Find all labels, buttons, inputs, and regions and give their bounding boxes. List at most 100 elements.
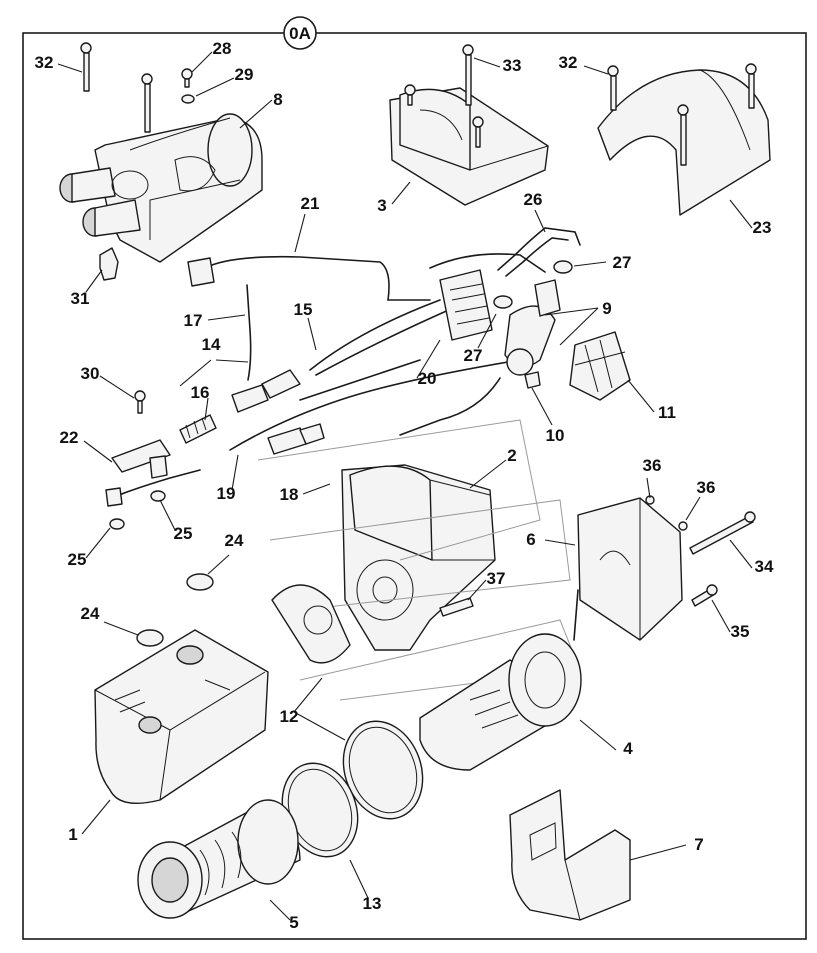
- leader-line: [85, 269, 103, 293]
- leader-line: [349, 859, 369, 899]
- leader-line: [103, 621, 139, 636]
- leader-line: [544, 539, 576, 546]
- screw-part: [691, 584, 718, 607]
- leader-line: [207, 554, 230, 575]
- sensor-wire-part: [246, 284, 252, 381]
- callout-32-top-left: 32: [35, 53, 54, 72]
- sensor-part: [149, 455, 168, 479]
- filter-screen-part: [179, 414, 217, 444]
- callout-14: 14: [202, 335, 221, 354]
- seal-clip-part: [99, 247, 119, 281]
- callout-35: 35: [731, 622, 750, 641]
- leader-line: [204, 397, 209, 421]
- callout-19: 19: [217, 484, 236, 503]
- callout-20: 20: [418, 369, 437, 388]
- callout-9: 9: [602, 299, 611, 318]
- leader-line: [469, 459, 507, 489]
- seal-ring-part: [136, 629, 164, 647]
- wiring-harness: [111, 253, 546, 499]
- washer-part: [181, 94, 195, 104]
- bolt-part: [462, 44, 474, 106]
- callout-8: 8: [273, 90, 282, 109]
- callout-6: 6: [526, 530, 535, 549]
- leader-line: [544, 307, 599, 316]
- assembly-guide-lines: [257, 419, 581, 701]
- fuel-nipple-part: [524, 371, 541, 389]
- callout-32-top-right: 32: [559, 53, 578, 72]
- bolt-part: [607, 65, 619, 111]
- callout-36-upper: 36: [643, 456, 662, 475]
- callout-30: 30: [81, 364, 100, 383]
- callout-24-upper: 24: [225, 531, 244, 550]
- leader-line: [293, 711, 346, 741]
- bolt-part: [472, 116, 484, 148]
- leader-line: [579, 719, 617, 751]
- cover-part: [389, 84, 549, 206]
- gasket-ring-part: [342, 720, 424, 820]
- fuel-filter-part: [569, 331, 631, 401]
- long-bolt-part: [689, 511, 756, 555]
- leader-line: [627, 379, 655, 413]
- callout-33: 33: [503, 56, 522, 75]
- seal-ring-part: [150, 490, 166, 502]
- callout-15: 15: [294, 300, 313, 319]
- hose-clamp-part: [493, 295, 513, 309]
- callout-37: 37: [487, 569, 506, 588]
- callout-1: 1: [68, 825, 77, 844]
- leader-line: [195, 77, 235, 97]
- callout-28: 28: [213, 39, 232, 58]
- burner-tube-part: [419, 633, 582, 771]
- callout-13: 13: [363, 894, 382, 913]
- control-unit-part: [573, 497, 683, 641]
- sensor-part: [105, 487, 123, 507]
- leader-line: [294, 213, 306, 253]
- leader-line: [729, 539, 753, 569]
- callout-26: 26: [524, 190, 543, 209]
- callout-31: 31: [71, 289, 90, 308]
- leader-line: [391, 181, 411, 205]
- leader-line: [685, 496, 701, 521]
- leader-line: [239, 99, 273, 129]
- fuel-pump-part: [504, 279, 561, 376]
- leader-line: [179, 359, 212, 387]
- callout-10: 10: [546, 426, 565, 445]
- leader-lines: [57, 51, 753, 921]
- leader-line: [531, 387, 553, 426]
- callout-23: 23: [753, 218, 772, 237]
- callout-17: 17: [184, 311, 203, 330]
- leader-line: [573, 261, 607, 267]
- leader-line: [467, 579, 487, 601]
- callout-5: 5: [289, 913, 298, 932]
- leader-line: [269, 899, 291, 921]
- callout-18: 18: [280, 485, 299, 504]
- callout-27-lower: 27: [464, 346, 483, 365]
- callout-36-lower: 36: [697, 478, 716, 497]
- leader-line: [83, 440, 113, 463]
- leader-line: [583, 65, 609, 75]
- leader-line: [629, 844, 687, 861]
- callout-3: 3: [377, 196, 386, 215]
- leader-line: [191, 51, 213, 73]
- leader-line: [159, 499, 176, 531]
- leader-line: [477, 313, 497, 349]
- screw-part: [134, 390, 146, 414]
- bracket-part: [111, 439, 171, 473]
- callout-11: 11: [658, 403, 676, 422]
- screw-part: [678, 521, 688, 531]
- heat-exchanger-part: [94, 629, 269, 804]
- leader-line: [416, 339, 441, 379]
- callout-21: 21: [301, 194, 320, 213]
- hose-clamp-part: [553, 260, 573, 274]
- heat-shield-part: [509, 789, 631, 921]
- leader-line: [646, 477, 651, 499]
- temperature-sensor-part: [267, 423, 325, 455]
- callout-7: 7: [694, 835, 703, 854]
- callout-16: 16: [191, 383, 210, 402]
- blower-motor-part: [341, 464, 496, 651]
- leader-line: [729, 199, 753, 229]
- diagram-id-badge: 0A: [283, 16, 317, 50]
- glow-plug-part: [231, 369, 301, 413]
- callout-34: 34: [755, 557, 774, 576]
- leader-line: [711, 599, 731, 633]
